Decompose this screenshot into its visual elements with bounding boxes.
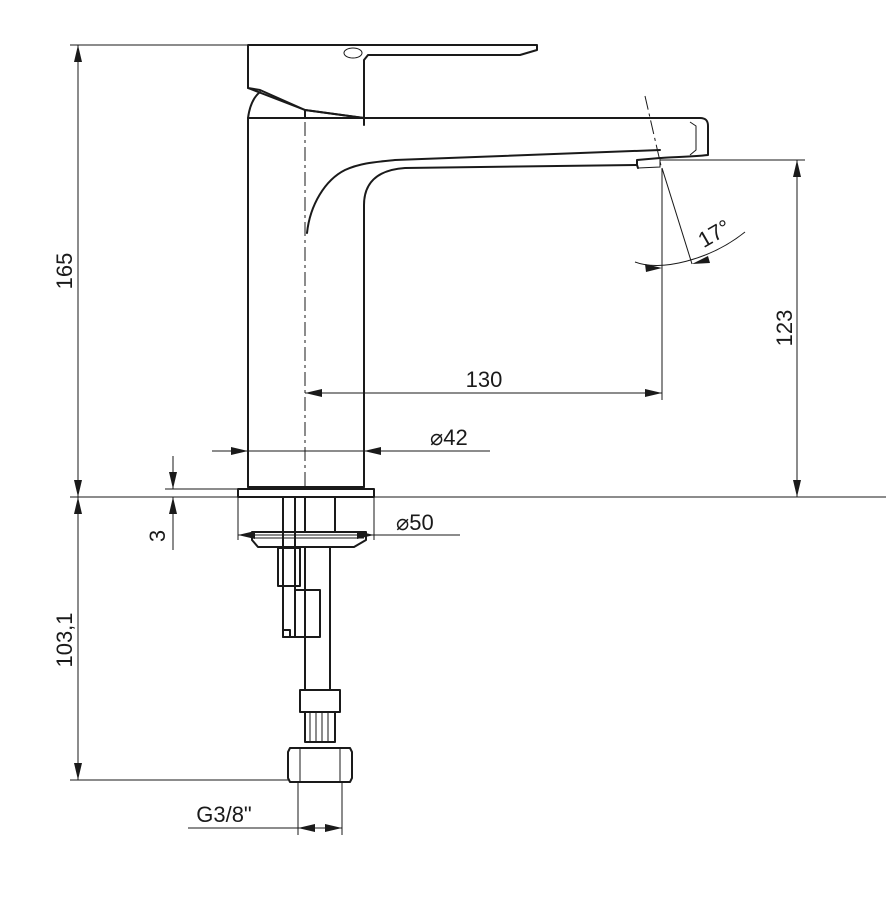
main-column <box>247 117 365 488</box>
thread-size-label: G3/8" <box>196 802 252 827</box>
spout-centerline <box>644 95 663 171</box>
spout-inner-curve <box>306 149 661 234</box>
base-diameter-value: 50 <box>409 510 433 535</box>
dim-base-thickness: 3 <box>145 456 238 550</box>
lever-pivot <box>343 47 363 59</box>
mounting-rod <box>282 496 296 638</box>
below-counter-label: 103,1 <box>52 612 77 667</box>
diameter-symbol: ⌀ <box>430 425 443 450</box>
supply-hose <box>294 546 331 691</box>
diameter-symbol: ⌀ <box>396 510 409 535</box>
dim-base-diameter: ⌀50 <box>237 497 460 540</box>
spout-height-label: 123 <box>772 310 797 347</box>
hose-crimp <box>304 711 336 743</box>
spout-reach-label: 130 <box>466 367 503 392</box>
hose-ferrule <box>299 689 341 713</box>
spout-top-chamfer <box>689 121 697 156</box>
dim-body-diameter: ⌀42 <box>212 425 490 455</box>
lever-handle <box>247 44 538 119</box>
base-ring <box>237 486 375 498</box>
body-diameter-value: 42 <box>443 425 467 450</box>
spout-aerator <box>636 157 661 169</box>
mounting-nut <box>277 547 301 587</box>
body-diameter-label: ⌀42 <box>430 425 468 450</box>
handle-dome <box>247 91 365 119</box>
faucet-body <box>237 44 709 498</box>
washer-plate <box>251 531 367 548</box>
dim-below-counter: 103,1 <box>52 497 290 781</box>
base-diameter-label: ⌀50 <box>396 510 434 535</box>
dim-thread-size: G3/8" <box>188 782 343 835</box>
mounting-bolt <box>282 585 296 638</box>
mounting-hardware <box>251 496 367 783</box>
dim-spout-reach: 130 <box>305 168 663 400</box>
dim-total-height: 165 <box>52 44 886 498</box>
base-thickness-label: 3 <box>145 530 170 542</box>
dim-spout-height: 123 <box>660 159 805 497</box>
dim-spout-angle: 17° <box>634 167 746 272</box>
spout-underside <box>363 164 638 488</box>
supply-rod <box>304 496 336 533</box>
spout-outline <box>247 117 709 169</box>
spout-angle-label: 17° <box>694 214 735 252</box>
total-height-label: 165 <box>52 253 77 290</box>
hex-nut <box>287 747 353 783</box>
